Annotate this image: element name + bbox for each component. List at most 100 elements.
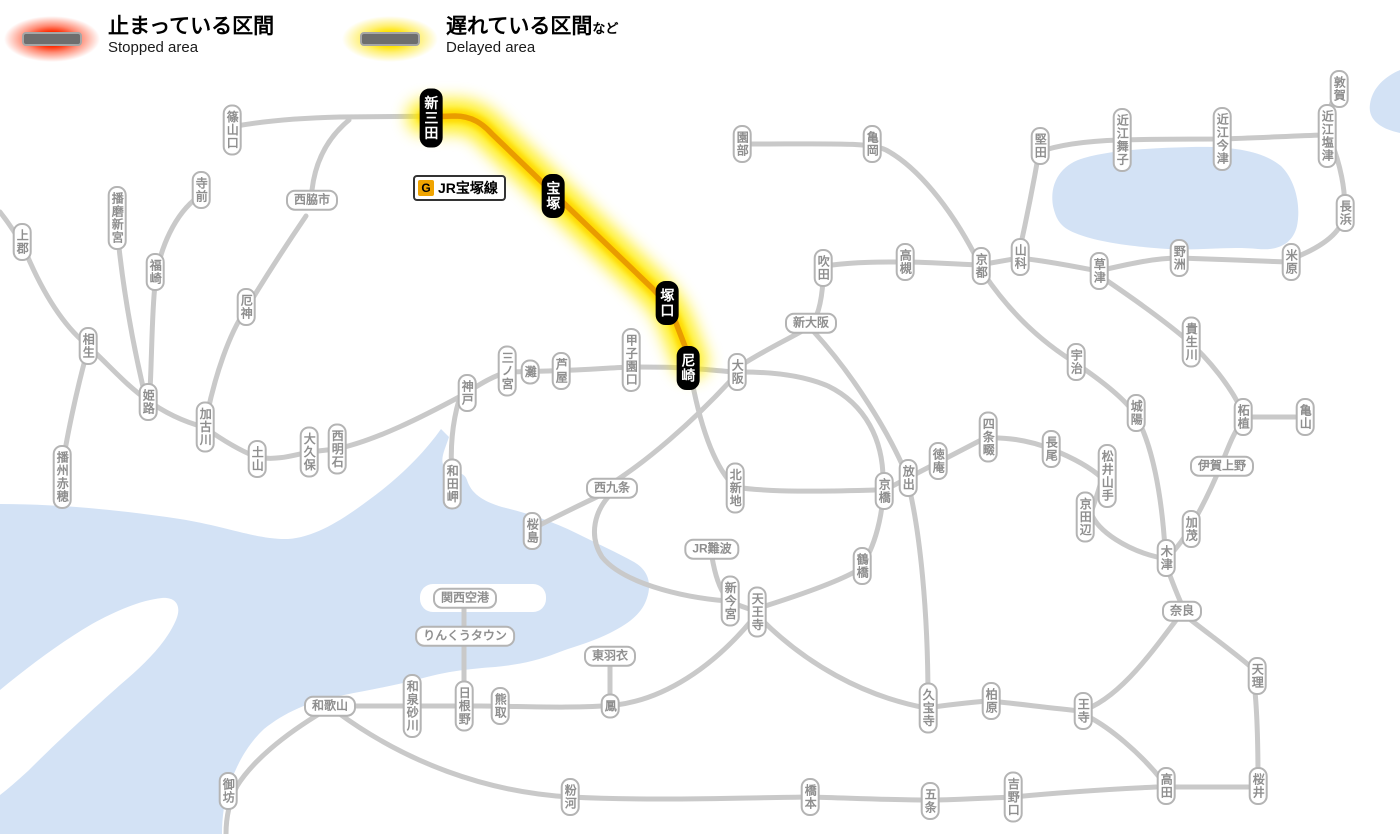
station-pill-鶴橋: 鶴橋 bbox=[852, 547, 872, 585]
station-pill-高田: 高田 bbox=[1156, 767, 1176, 805]
water-lake-biwa bbox=[1052, 146, 1299, 250]
rail-line-loop-south bbox=[592, 491, 755, 613]
delayed-label-ja: 遅れている区間など bbox=[446, 15, 619, 38]
station-pill-近江今津: 近江今津 bbox=[1212, 107, 1232, 171]
station-pill-JR難波: JR難波 bbox=[684, 538, 740, 560]
line-symbol-g-icon: G bbox=[418, 180, 434, 196]
station-pill-寺前: 寺前 bbox=[191, 171, 211, 209]
station-pill-王寺: 王寺 bbox=[1073, 692, 1093, 730]
station-pill-厄神: 厄神 bbox=[236, 288, 256, 326]
station-pill-新大阪: 新大阪 bbox=[784, 312, 838, 334]
station-pill-長浜: 長浜 bbox=[1335, 194, 1355, 232]
station-pill-近江塩津: 近江塩津 bbox=[1317, 104, 1337, 168]
stopped-glow-swatch bbox=[4, 16, 100, 62]
station-pill-西脇市: 西脇市 bbox=[285, 189, 339, 211]
island-awaji bbox=[0, 597, 179, 795]
station-pill-三ノ宮: 三ノ宮 bbox=[497, 345, 517, 397]
station-pill-亀岡: 亀岡 bbox=[862, 125, 882, 163]
station-pill-京田辺: 京田辺 bbox=[1075, 491, 1095, 543]
station-pill-伊賀上野: 伊賀上野 bbox=[1189, 455, 1255, 477]
station-pill-播州赤穂: 播州赤穂 bbox=[52, 445, 72, 509]
station-pill-和歌山: 和歌山 bbox=[303, 695, 357, 717]
station-pill-大阪: 大阪 bbox=[727, 353, 747, 391]
station-pill-御坊: 御坊 bbox=[218, 772, 238, 810]
rail-line-kisei bbox=[223, 708, 327, 834]
legend-delayed: 遅れている区間など Delayed area bbox=[342, 15, 619, 62]
station-pill-甲子園口: 甲子園口 bbox=[621, 328, 641, 392]
station-pill-新今宮: 新今宮 bbox=[720, 575, 740, 627]
station-pill-宝塚: 宝塚 bbox=[541, 174, 565, 218]
station-pill-西九条: 西九条 bbox=[585, 477, 639, 499]
station-pill-大久保: 大久保 bbox=[299, 426, 319, 478]
station-pill-五条: 五条 bbox=[920, 782, 940, 820]
station-pill-山科: 山科 bbox=[1010, 238, 1030, 276]
station-pill-関西空港: 関西空港 bbox=[432, 587, 498, 609]
station-pill-熊取: 熊取 bbox=[490, 687, 510, 725]
station-pill-宇治: 宇治 bbox=[1066, 343, 1086, 381]
delayed-rail-swatch-icon bbox=[360, 32, 420, 46]
station-pill-日根野: 日根野 bbox=[454, 680, 474, 732]
station-pill-和泉砂川: 和泉砂川 bbox=[402, 674, 422, 738]
station-pill-姫路: 姫路 bbox=[138, 383, 158, 421]
station-pill-敦賀: 敦賀 bbox=[1329, 70, 1349, 108]
station-pill-京都: 京都 bbox=[971, 247, 991, 285]
station-pill-西明石: 西明石 bbox=[327, 423, 347, 475]
station-pill-加茂: 加茂 bbox=[1181, 510, 1201, 548]
rail-line-sagano bbox=[742, 141, 980, 262]
station-pill-播磨新宮: 播磨新宮 bbox=[107, 186, 127, 250]
station-pill-柏原: 柏原 bbox=[981, 682, 1001, 720]
station-pill-りんくうタウン: りんくうタウン bbox=[415, 625, 515, 647]
station-pill-桜井: 桜井 bbox=[1248, 767, 1268, 805]
station-pill-北新地: 北新地 bbox=[725, 462, 745, 514]
station-pill-芦屋: 芦屋 bbox=[551, 352, 571, 390]
legend-stopped: 止まっている区間 Stopped area bbox=[4, 15, 275, 62]
station-pill-放出: 放出 bbox=[898, 459, 918, 497]
station-pill-奈良: 奈良 bbox=[1161, 600, 1203, 622]
station-pill-堅田: 堅田 bbox=[1030, 127, 1050, 165]
station-pill-桜島: 桜島 bbox=[522, 512, 542, 550]
station-pill-亀山: 亀山 bbox=[1295, 398, 1315, 436]
rail-line-biwako bbox=[982, 255, 1291, 274]
station-pill-吹田: 吹田 bbox=[813, 249, 833, 287]
delayed-label-en: Delayed area bbox=[446, 39, 536, 57]
station-pill-相生: 相生 bbox=[78, 327, 98, 365]
station-pill-尼崎: 尼崎 bbox=[676, 346, 700, 390]
rail-line-takada-oji bbox=[1086, 714, 1164, 782]
station-pill-城陽: 城陽 bbox=[1126, 394, 1146, 432]
station-pill-米原: 米原 bbox=[1281, 243, 1301, 281]
station-pill-橋本: 橋本 bbox=[800, 778, 820, 816]
station-pill-松井山手: 松井山手 bbox=[1097, 444, 1117, 508]
station-pill-木津: 木津 bbox=[1156, 539, 1176, 577]
water-osaka-bay bbox=[0, 429, 650, 834]
jr-takarazuka-line-label: G JR宝塚線 bbox=[413, 175, 506, 201]
station-pill-久宝寺: 久宝寺 bbox=[918, 682, 938, 734]
station-pill-貴生川: 貴生川 bbox=[1181, 316, 1201, 368]
station-pill-高槻: 高槻 bbox=[895, 243, 915, 281]
station-pill-粉河: 粉河 bbox=[560, 778, 580, 816]
station-pill-天理: 天理 bbox=[1247, 657, 1267, 695]
rail-line-loop-west bbox=[611, 375, 736, 485]
stopped-label-en: Stopped area bbox=[108, 39, 199, 57]
station-pill-園部: 園部 bbox=[732, 125, 752, 163]
station-pill-野洲: 野洲 bbox=[1169, 239, 1189, 277]
station-pill-加古川: 加古川 bbox=[195, 401, 215, 453]
station-pill-徳庵: 徳庵 bbox=[928, 442, 948, 480]
delayed-glow-swatch bbox=[342, 16, 438, 62]
station-pill-草津: 草津 bbox=[1089, 252, 1109, 290]
station-pill-長尾: 長尾 bbox=[1041, 430, 1061, 468]
water-tsuruga-bay bbox=[1369, 70, 1400, 133]
station-pill-神戸: 神戸 bbox=[457, 374, 477, 412]
stopped-label-ja: 止まっている区間 bbox=[108, 15, 275, 38]
rail-line-nara bbox=[981, 271, 1168, 552]
station-pill-鳳: 鳳 bbox=[600, 693, 620, 719]
station-pill-和田岬: 和田岬 bbox=[442, 458, 462, 510]
station-pill-京橋: 京橋 bbox=[874, 472, 894, 510]
station-pill-土山: 土山 bbox=[247, 440, 267, 478]
station-pill-新三田: 新三田 bbox=[419, 88, 443, 148]
line-name: JR宝塚線 bbox=[438, 180, 498, 196]
station-pill-吉野口: 吉野口 bbox=[1003, 771, 1023, 823]
delayed-label-suffix: など bbox=[592, 21, 619, 36]
station-pill-天王寺: 天王寺 bbox=[747, 586, 767, 638]
